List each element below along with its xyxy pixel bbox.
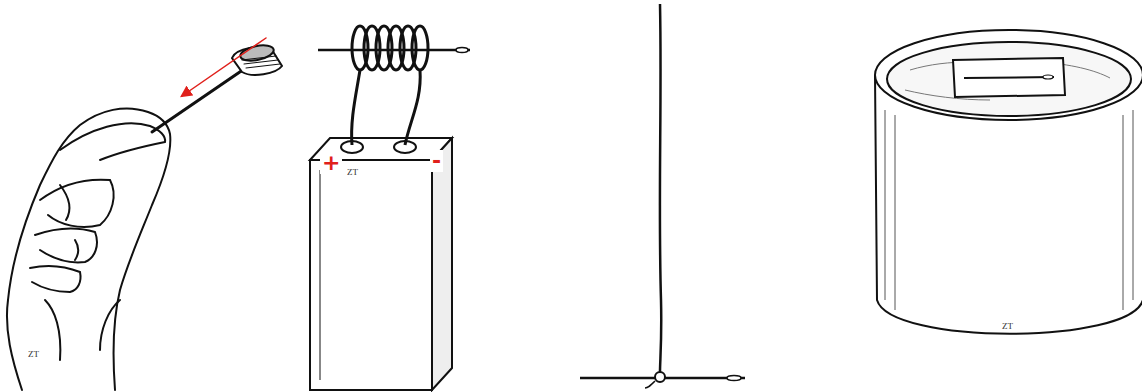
artist-signature: ZT — [345, 168, 360, 177]
battery-with-coil — [310, 26, 470, 390]
hanging-needle — [580, 4, 745, 388]
polarity-sign: - — [430, 150, 443, 172]
polarity-sign: + — [320, 152, 342, 174]
artist-signature: ZT — [26, 350, 41, 359]
floating-needle-bowl — [875, 30, 1142, 334]
artist-signature: ZT — [1000, 322, 1015, 331]
hand-with-magnet — [7, 38, 282, 390]
